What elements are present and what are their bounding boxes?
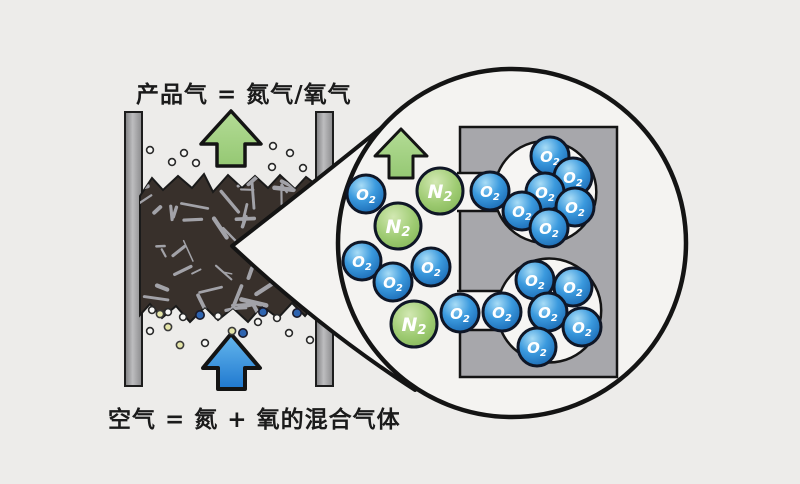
air-bubble xyxy=(285,148,295,158)
air-bubble xyxy=(267,162,277,172)
feed-air-label: 空气 = 氮 + 氧的混合气体 xyxy=(108,407,401,433)
air-bubble xyxy=(238,327,249,338)
o2-molecule: O2 xyxy=(345,173,387,215)
air-bubble xyxy=(253,317,263,327)
svg-text:O2: O2 xyxy=(450,305,470,325)
o2-molecule: O2 xyxy=(439,292,481,334)
air-bubble xyxy=(284,328,294,338)
o2-molecule: O2 xyxy=(469,170,511,212)
svg-text:O2: O2 xyxy=(535,184,555,204)
air-bubble xyxy=(145,145,155,155)
air-bubble xyxy=(305,335,315,345)
svg-text:O2: O2 xyxy=(525,272,545,292)
air-bubble xyxy=(191,158,201,168)
o2-molecule: O2 xyxy=(481,291,523,333)
gas-bubbles-above-bed xyxy=(145,139,308,173)
svg-text:O2: O2 xyxy=(512,203,532,223)
air-bubble xyxy=(147,305,157,315)
magnified-flow-arrow xyxy=(373,127,429,180)
air-bubble xyxy=(145,326,155,336)
o2-molecule: O2 xyxy=(410,246,452,288)
n2-molecule: N2 xyxy=(389,299,439,349)
svg-text:O2: O2 xyxy=(383,274,403,294)
air-bubble xyxy=(178,312,188,322)
air-bubble xyxy=(298,163,308,173)
product-gas-arrow xyxy=(199,109,263,168)
air-bubble xyxy=(155,309,165,319)
air-bubble xyxy=(175,340,185,350)
o2-molecule: O2 xyxy=(516,326,558,368)
air-bubble xyxy=(257,306,268,317)
air-bubble xyxy=(291,307,302,318)
svg-text:O2: O2 xyxy=(492,304,512,324)
o2-molecule: O2 xyxy=(552,266,594,308)
air-bubble xyxy=(163,322,173,332)
o2-molecule: O2 xyxy=(528,207,570,249)
feed-air-arrow xyxy=(201,332,262,391)
svg-text:O2: O2 xyxy=(572,319,592,339)
svg-text:O2: O2 xyxy=(480,183,500,203)
svg-text:O2: O2 xyxy=(565,199,585,219)
svg-text:O2: O2 xyxy=(540,148,560,168)
svg-text:O2: O2 xyxy=(563,169,583,189)
svg-text:O2: O2 xyxy=(352,253,372,273)
air-bubble xyxy=(179,148,189,158)
air-bubble xyxy=(272,313,282,323)
svg-text:N2: N2 xyxy=(402,314,427,338)
svg-text:O2: O2 xyxy=(356,186,376,206)
air-bubble xyxy=(213,311,223,321)
air-bubble xyxy=(167,157,177,167)
o2-molecule: O2 xyxy=(514,259,556,301)
n2-molecule: N2 xyxy=(373,201,423,251)
air-bubble xyxy=(195,309,206,320)
o2-molecule: O2 xyxy=(527,291,569,333)
svg-text:O2: O2 xyxy=(539,220,559,240)
n2-molecule: N2 xyxy=(415,166,465,216)
air-bubble xyxy=(163,307,173,317)
air-bubble xyxy=(268,141,278,151)
svg-text:O2: O2 xyxy=(563,279,583,299)
gas-bubbles-below-bed xyxy=(145,305,315,350)
svg-text:O2: O2 xyxy=(421,259,441,279)
svg-text:N2: N2 xyxy=(386,216,411,240)
svg-text:O2: O2 xyxy=(538,304,558,324)
o2-molecule: O2 xyxy=(372,261,414,303)
product-gas-label: 产品气 = 氮气/氧气 xyxy=(136,82,352,108)
o2-molecule: O2 xyxy=(341,240,383,282)
svg-text:O2: O2 xyxy=(527,339,547,359)
svg-text:N2: N2 xyxy=(428,181,453,205)
o2-molecule: O2 xyxy=(561,306,603,348)
air-bubble xyxy=(227,326,237,336)
air-bubble xyxy=(200,338,210,348)
